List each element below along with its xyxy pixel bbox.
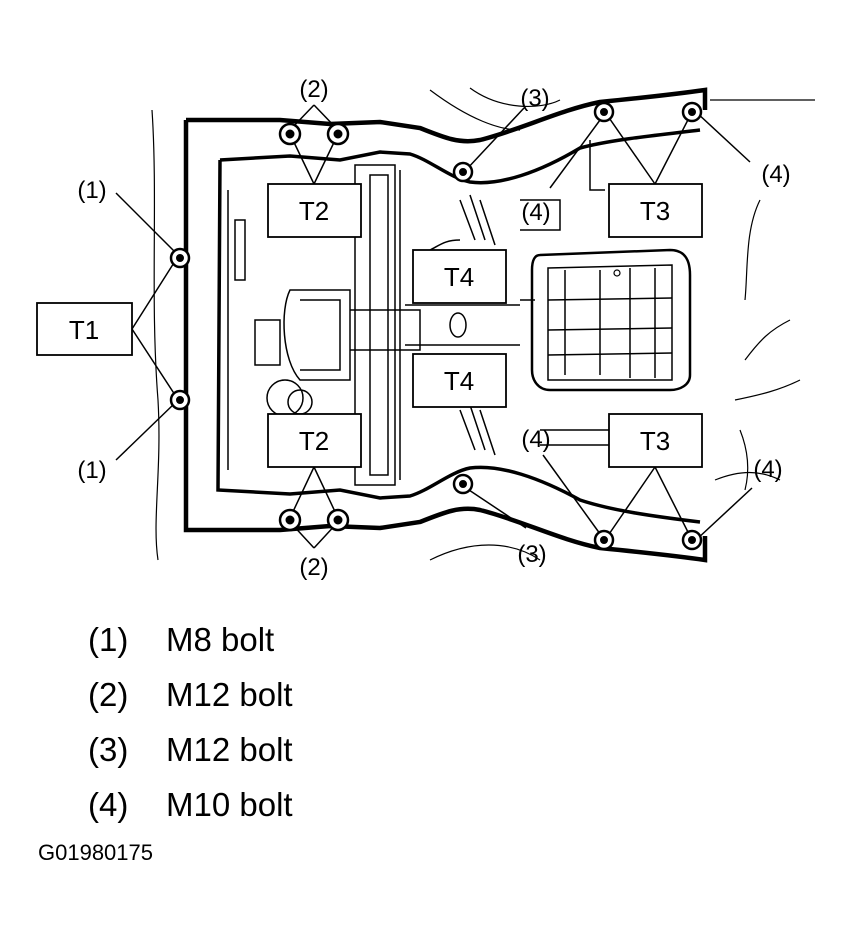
bolts <box>169 101 703 551</box>
t3-top-label: T3 <box>640 196 670 226</box>
leader-lines <box>115 104 753 549</box>
callout-3-bottom: (3) <box>517 541 546 568</box>
legend-number: (4) <box>88 785 129 823</box>
bolt-m12-center-bottom <box>452 473 474 495</box>
t2-bottom-label: T2 <box>299 426 329 456</box>
crossmember-bolt-diagram: T1 T2 T2 T4 T4 T3 T3 <box>36 76 815 581</box>
t4-top-box <box>412 249 507 304</box>
callout-1-top: (1) <box>77 177 106 204</box>
bolt-m8-upper <box>169 247 191 269</box>
t2-top-box <box>267 183 362 238</box>
callout-2-bottom: (2) <box>299 554 328 581</box>
t4-top-label: T4 <box>444 262 474 292</box>
bolt-m10-top-right <box>681 101 703 123</box>
legend-text: M10 bolt <box>166 785 293 823</box>
bolt-m8-lower <box>169 389 191 411</box>
t2-bottom-box <box>267 413 362 468</box>
callout-3-top: (3) <box>520 85 549 112</box>
t4-bottom-label: T4 <box>444 366 474 396</box>
torque-labels <box>36 183 703 468</box>
background-structure <box>151 87 815 561</box>
t4-bottom-box <box>412 353 507 408</box>
callout-2-top: (2) <box>299 76 328 103</box>
legend-item: (2) M12 bolt <box>88 667 293 722</box>
bolt-m10-top-left <box>593 101 615 123</box>
t3-top-box <box>608 183 703 238</box>
legend-text: M8 bolt <box>166 620 275 658</box>
bolt-m12-center-top <box>452 161 474 183</box>
t2-top-label: T2 <box>299 196 329 226</box>
engine-detail <box>227 140 610 486</box>
bolt-m12-top-left <box>278 122 302 146</box>
legend-text: M12 bolt <box>166 730 293 768</box>
callout-1-bottom: (1) <box>77 457 106 484</box>
bolt-m12-bottom-right <box>326 508 350 532</box>
t1-label: T1 <box>69 315 99 345</box>
legend-item: (1) M8 bolt <box>88 612 293 667</box>
legend-number: (3) <box>88 730 129 768</box>
callout-4-top-right: (4) <box>761 161 790 188</box>
bolt-m12-top-right <box>326 122 350 146</box>
figure-id: G01980175 <box>38 840 153 865</box>
bolt-m10-bottom-left <box>593 529 615 551</box>
crossmember-frame <box>183 87 708 563</box>
callout-4-bottom-mid: (4) <box>521 426 550 453</box>
bolt-m10-bottom-right <box>681 529 703 551</box>
legend-item: (4) M10 bolt <box>88 777 293 832</box>
bolt-m12-bottom-left <box>278 508 302 532</box>
legend-number: (2) <box>88 675 129 713</box>
legend-item: (3) M12 bolt <box>88 722 293 777</box>
t1-box <box>36 302 133 356</box>
legend-number: (1) <box>88 620 129 658</box>
bolt-legend: (1) M8 bolt (2) M12 bolt (3) M12 bolt (4… <box>88 612 293 832</box>
legend-text: M12 bolt <box>166 675 293 713</box>
callout-4-bottom-right: (4) <box>753 456 782 483</box>
transmission-housing <box>530 248 692 392</box>
callout-4-top-mid: (4) <box>521 199 550 226</box>
t3-bottom-label: T3 <box>640 426 670 456</box>
